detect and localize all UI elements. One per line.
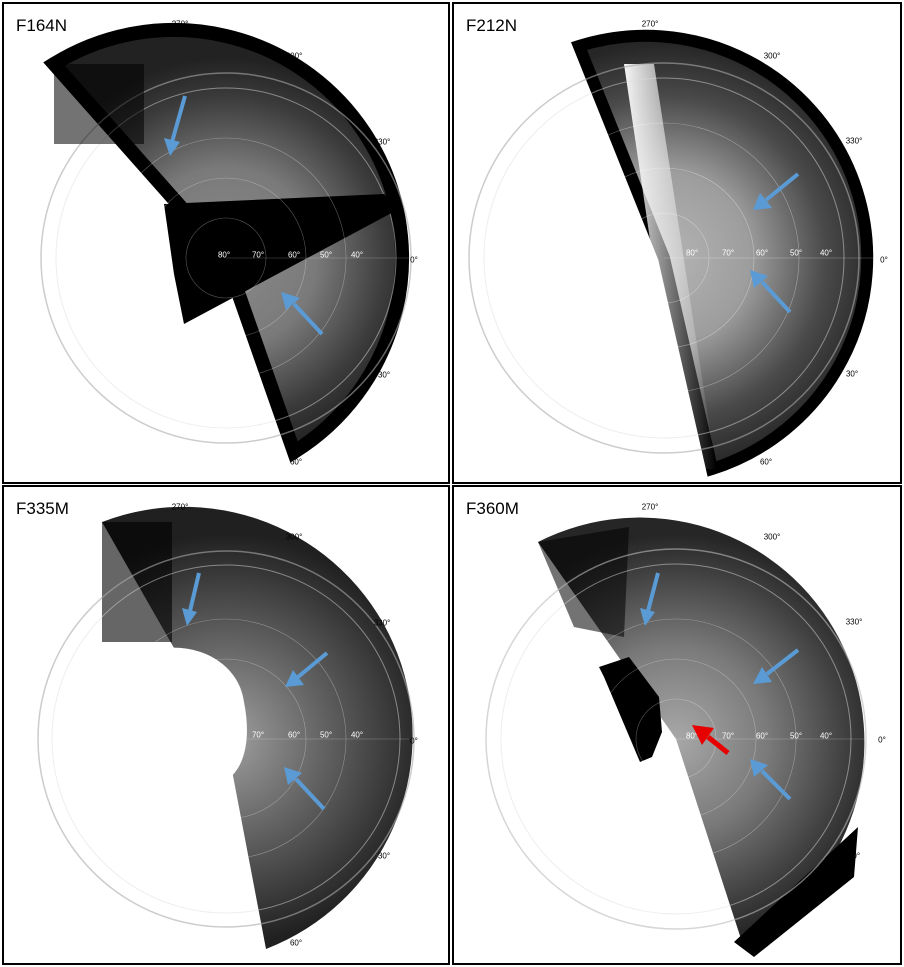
arrows-layer bbox=[164, 95, 324, 336]
arrows-layer bbox=[750, 172, 800, 314]
arrow-icon bbox=[753, 172, 800, 210]
lon-label: 30° bbox=[377, 370, 391, 380]
disk-rim bbox=[571, 29, 874, 477]
lat-label: 60° bbox=[287, 250, 301, 260]
panel-f360m: F360M 270° 300° 330° 0° 30° 60° 80° 70° … bbox=[452, 485, 902, 965]
arrows-layer bbox=[640, 572, 800, 801]
panel-title: F335M bbox=[16, 499, 69, 518]
lon-label: 330° bbox=[845, 136, 863, 146]
panel-f335m: F335M 270° 300° 330° 0° 30° 60° 70° 60° … bbox=[2, 485, 450, 965]
lat-label: 40° bbox=[350, 730, 364, 740]
arrow-icon bbox=[182, 572, 201, 626]
lat-label: 60° bbox=[755, 731, 769, 741]
polar-projection-image bbox=[40, 22, 412, 463]
lat-label: 70° bbox=[251, 730, 265, 740]
lon-label: 60° bbox=[759, 939, 773, 949]
panel-title: F212N bbox=[466, 16, 518, 35]
lat-label: 60° bbox=[287, 730, 301, 740]
lon-label: 60° bbox=[759, 457, 773, 467]
lon-label: 0° bbox=[410, 736, 418, 746]
disk-image bbox=[102, 506, 413, 949]
lat-label: 50° bbox=[319, 250, 333, 260]
disk-rim bbox=[43, 22, 410, 463]
lon-label: 60° bbox=[289, 457, 303, 467]
lat-label: 40° bbox=[819, 248, 833, 258]
lat-label: 70° bbox=[251, 250, 265, 260]
lon-label: 270° bbox=[641, 19, 659, 29]
lat-label: 70° bbox=[721, 731, 735, 741]
lon-label: 270° bbox=[171, 502, 189, 512]
lon-label: 330° bbox=[845, 617, 863, 627]
arrow-icon bbox=[164, 95, 187, 156]
panel-title: F164N bbox=[16, 16, 68, 35]
polar-projection-image bbox=[37, 506, 415, 949]
arrow-icon bbox=[750, 759, 792, 801]
data-gap bbox=[734, 827, 858, 957]
panel-title: F360M bbox=[466, 499, 519, 518]
lat-label: 40° bbox=[819, 731, 833, 741]
lon-label: 0° bbox=[410, 255, 418, 265]
lon-label: 30° bbox=[377, 851, 391, 861]
lon-label: 60° bbox=[289, 938, 303, 948]
arrow-icon bbox=[285, 651, 329, 687]
lat-label: 80° bbox=[217, 250, 231, 260]
arrow-icon bbox=[640, 572, 660, 626]
lon-label: 270° bbox=[641, 502, 659, 512]
polar-projection-image bbox=[468, 29, 884, 477]
lat-label: 70° bbox=[721, 248, 735, 258]
arrow-icon bbox=[284, 767, 326, 811]
lon-label: 300° bbox=[763, 51, 781, 61]
lon-label: 330° bbox=[373, 137, 391, 147]
panel-f164n: F164N 270° 300° 330° 0° 30° 60° 80° 70° … bbox=[2, 2, 450, 484]
lat-label: 50° bbox=[789, 731, 803, 741]
data-gap bbox=[164, 194, 399, 324]
lat-label: 80° bbox=[685, 731, 699, 741]
lon-label: 0° bbox=[878, 735, 886, 745]
arrow-icon bbox=[692, 725, 730, 755]
lat-label: 60° bbox=[755, 248, 769, 258]
lon-label: 330° bbox=[373, 618, 391, 628]
lat-label: 40° bbox=[350, 250, 364, 260]
lat-label: 50° bbox=[319, 730, 333, 740]
arrows-layer bbox=[182, 572, 329, 811]
arrow-icon bbox=[750, 270, 792, 314]
lon-label: 300° bbox=[763, 532, 781, 542]
panel-f212n: F212N 270° 300° 330° 0° 30° 60° 80° 70° … bbox=[452, 2, 902, 484]
lon-label: 30° bbox=[847, 851, 861, 861]
lon-label: 270° bbox=[171, 19, 189, 29]
arrow-icon bbox=[753, 648, 800, 684]
lon-label: 30° bbox=[845, 369, 859, 379]
lon-label: 300° bbox=[285, 51, 303, 61]
saturated-region bbox=[144, 647, 247, 788]
lat-label: 50° bbox=[789, 248, 803, 258]
arrow-icon bbox=[281, 292, 324, 336]
lon-label: 300° bbox=[285, 532, 303, 542]
masked-region bbox=[599, 657, 662, 762]
lat-label: 80° bbox=[685, 248, 699, 258]
lon-label: 0° bbox=[880, 255, 888, 265]
